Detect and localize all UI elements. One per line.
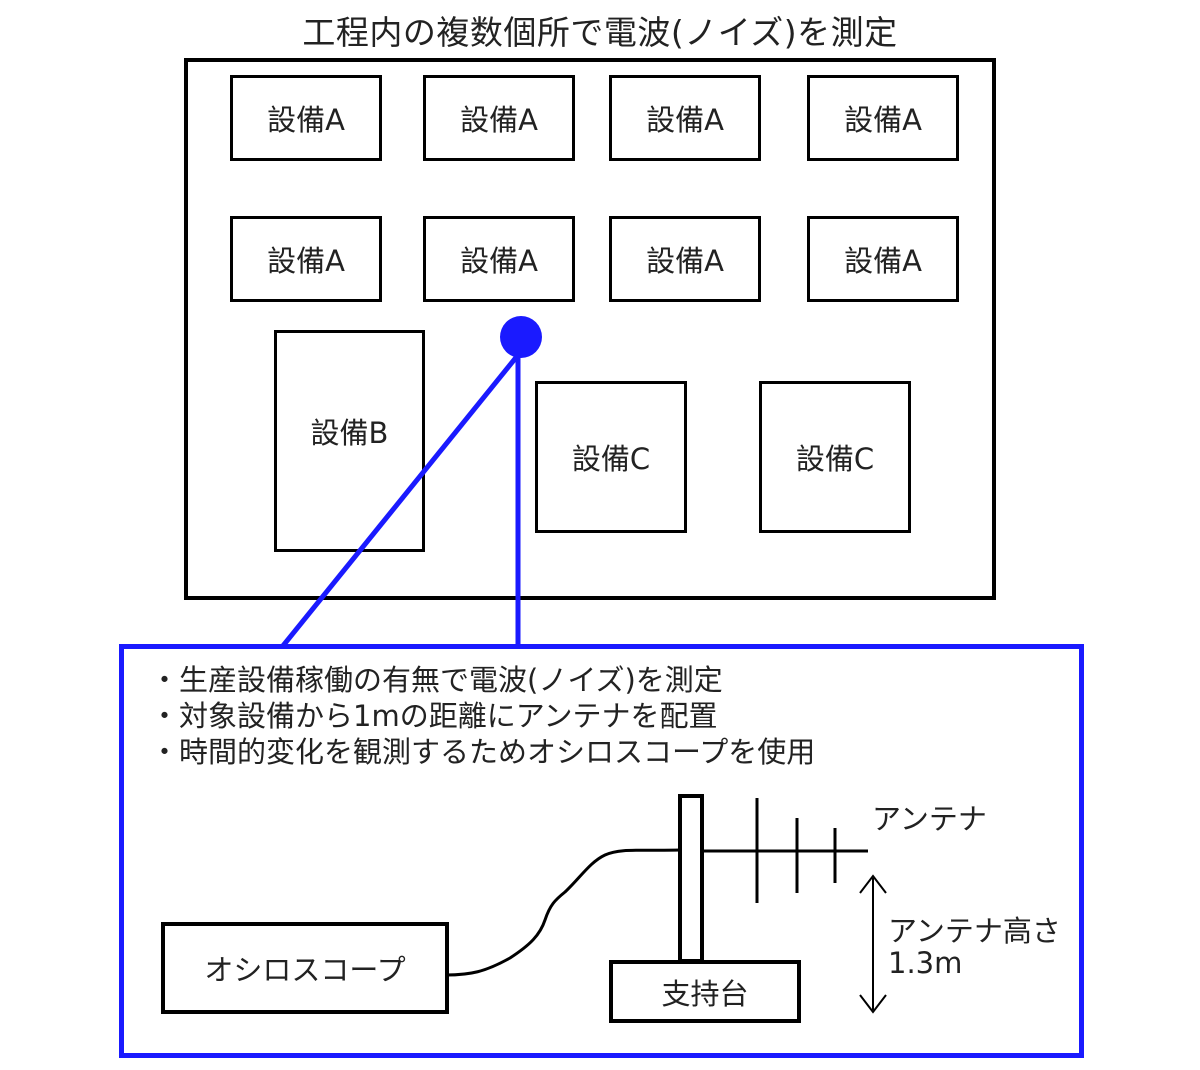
callout-line-left	[280, 353, 520, 649]
antenna-height-value: 1.3m	[888, 946, 963, 980]
equipment-a-8: 設備A	[807, 216, 959, 302]
equipment-a-4: 設備A	[807, 75, 959, 161]
equipment-b-label: 設備B	[310, 416, 389, 450]
height-arrow-head-top	[859, 874, 887, 894]
antenna-mast	[678, 794, 704, 963]
signal-cable	[445, 848, 681, 977]
equipment-a-2: 設備A	[423, 75, 575, 161]
notes-list: ・生産設備稼働の有無で電波(ノイズ)を測定 ・対象設備から1mの距離にアンテナを…	[150, 662, 815, 770]
equipment-a-7: 設備A	[609, 216, 761, 302]
diagram-title: 工程内の複数個所で電波(ノイズ)を測定	[302, 13, 898, 52]
note-item: ・対象設備から1mの距離にアンテナを配置	[150, 699, 718, 733]
equipment-c-2: 設備C	[759, 381, 911, 533]
equipment-c-1: 設備C	[535, 381, 687, 533]
note-item: ・時間的変化を観測するためオシロスコープを使用	[150, 735, 816, 769]
measurement-detail-panel	[119, 644, 1084, 1058]
support-stand-base: 支持台	[609, 960, 801, 1023]
antenna-label: アンテナ	[872, 802, 987, 836]
equipment-a-6: 設備A	[423, 216, 575, 302]
oscilloscope-box: オシロスコープ	[161, 922, 449, 1014]
equipment-b: 設備B	[274, 330, 425, 552]
equipment-a-3: 設備A	[609, 75, 761, 161]
height-arrow-head-bottom	[859, 994, 887, 1014]
equipment-a-1: 設備A	[230, 75, 382, 161]
note-item: ・生産設備稼働の有無で電波(ノイズ)を測定	[150, 663, 723, 697]
measurement-point-marker	[500, 316, 542, 358]
factory-floor	[184, 58, 996, 600]
equipment-a-5: 設備A	[230, 216, 382, 302]
antenna-height-label: アンテナ高さ	[888, 914, 1061, 948]
